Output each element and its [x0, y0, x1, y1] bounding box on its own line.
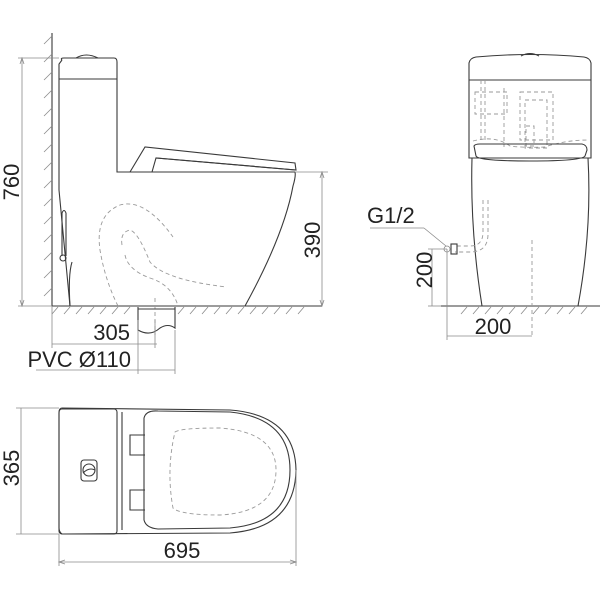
- flush-button-divider: [82, 468, 96, 474]
- front-floor-hatch: [460, 306, 588, 315]
- seat-lid: [129, 146, 297, 173]
- side-view: 760 390 305 PVC Ø110: [0, 33, 328, 374]
- front-bowl-right: [577, 157, 590, 307]
- dim-390-arrows: [319, 170, 325, 308]
- flush-button-circle: [82, 463, 96, 477]
- trapway-outer: [98, 203, 174, 307]
- wall-hatch: [43, 35, 53, 297]
- label-height-760: 760: [0, 164, 24, 201]
- front-view: G1/2 200 200: [367, 52, 600, 340]
- label-width-365: 365: [0, 450, 24, 487]
- side-foot-line: [68, 261, 73, 307]
- seat-hinges: [129, 434, 145, 511]
- top-bowl-opening: [169, 427, 277, 516]
- floor-hatch: [51, 306, 305, 315]
- top-tank-lid: [58, 408, 118, 535]
- outlet-pipe: [137, 307, 176, 334]
- top-seat: [143, 410, 291, 530]
- side-back-outline: [58, 59, 86, 307]
- side-inlet-hose: [61, 209, 67, 256]
- trapway-inner: [121, 229, 228, 288]
- inlet-nut: [450, 243, 458, 255]
- dim-760-arrows: [19, 56, 25, 308]
- top-view: 365 695: [0, 407, 298, 566]
- front-flush-button: [520, 52, 540, 57]
- flush-button: [75, 54, 99, 59]
- label-inlet-thread: G1/2: [367, 203, 415, 228]
- label-roughin-305: 305: [93, 320, 130, 345]
- g12-leader-d: [423, 227, 447, 247]
- trapway-bottom: [124, 254, 179, 307]
- inlet-pipe: [455, 200, 489, 253]
- label-outlet-pvc: PVC Ø110: [27, 347, 131, 372]
- front-bowl-left: [471, 157, 483, 307]
- top-flush-button-icon: [80, 459, 98, 482]
- tank-internals: [472, 80, 590, 149]
- seat-edge: [155, 157, 297, 171]
- label-bowl-390: 390: [300, 222, 325, 259]
- side-tank-outline: [60, 57, 296, 307]
- label-inlet-offset-200: 200: [475, 314, 512, 339]
- label-length-695: 695: [164, 538, 201, 563]
- label-inlet-height-200: 200: [412, 252, 437, 289]
- dim-695-arrows: [57, 559, 298, 565]
- front-tank-outline: [468, 53, 592, 159]
- side-inlet-valve: [59, 254, 67, 262]
- front-seat: [473, 143, 588, 162]
